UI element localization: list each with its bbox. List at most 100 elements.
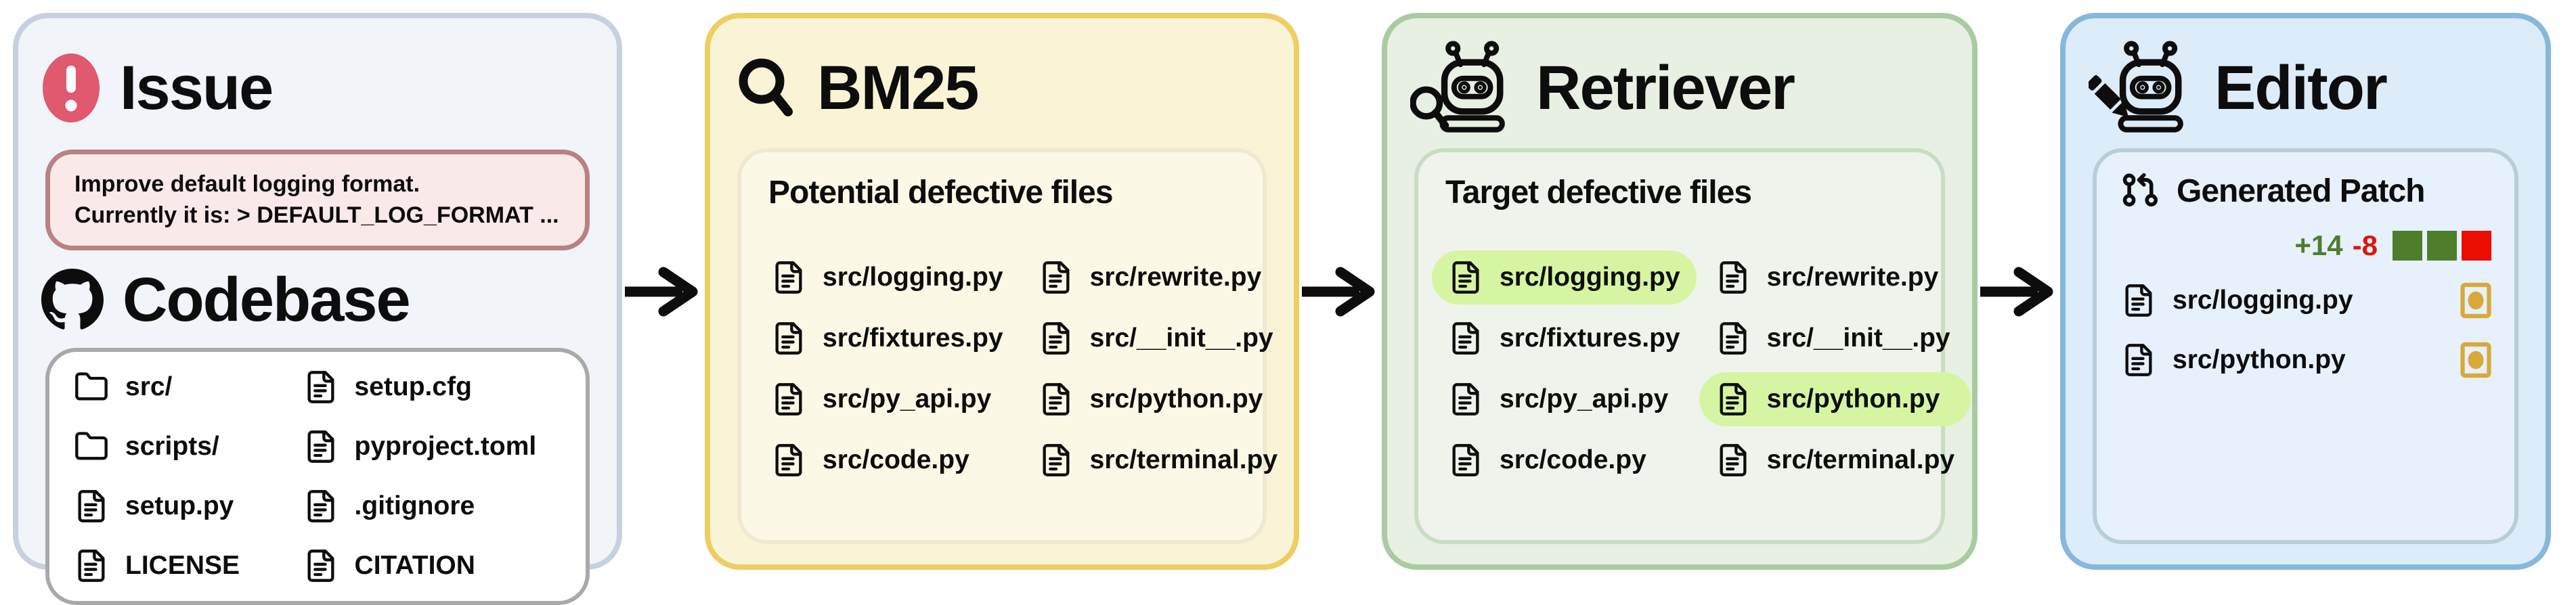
codebase-file-item: .gitignore — [303, 489, 572, 524]
flow-arrow-1 — [622, 13, 705, 570]
modified-status-icon — [2460, 282, 2491, 319]
patched-file-item: src/logging.py — [2121, 282, 2491, 319]
git-pull-request-icon — [2122, 173, 2158, 207]
codebase-file-item: setup.cfg — [303, 369, 572, 405]
codebase-file-item: setup.py — [74, 489, 303, 524]
file-name: src/terminal.py — [1766, 445, 1955, 474]
file-icon — [1716, 382, 1751, 417]
file-icon — [74, 548, 109, 583]
file-icon — [1039, 443, 1074, 478]
codebase-file-item: LICENSE — [74, 548, 303, 583]
file-icon — [303, 429, 339, 464]
file-icon — [1448, 260, 1483, 295]
file-icon — [2121, 283, 2156, 318]
robot-magnifier-icon — [1410, 39, 1517, 137]
file-icon — [303, 489, 339, 524]
bm25-file-grid: src/logging.py src/rewrite.py src/fixtur… — [755, 250, 1278, 487]
target-file-item: src/rewrite.py — [1699, 250, 1971, 305]
issue-title: Issue — [120, 53, 274, 122]
file-icon — [1448, 382, 1483, 417]
retriever-file-box: Target defective files src/logging.py sr… — [1414, 148, 1971, 544]
arrow-right-icon — [625, 267, 698, 316]
codebase-file-item: scripts/ — [74, 429, 303, 464]
arrow-right-icon — [1980, 267, 2053, 316]
file-name: src/terminal.py — [1089, 445, 1278, 474]
file-name: src/py_api.py — [823, 384, 992, 413]
file-icon — [1039, 260, 1074, 295]
file-name: src/logging.py — [2173, 286, 2353, 315]
codebase-file-item: pyproject.toml — [303, 429, 572, 464]
exclamation-icon — [43, 53, 100, 122]
folder-icon — [74, 369, 109, 405]
file-icon — [303, 369, 339, 405]
potential-file-item: src/code.py — [755, 433, 1020, 487]
potential-file-item: src/__init__.py — [1022, 311, 1294, 365]
potential-file-item: src/python.py — [1022, 372, 1294, 426]
diff-block — [2427, 231, 2457, 261]
modified-status-icon — [2460, 342, 2491, 378]
retriever-file-grid: src/logging.py src/rewrite.py src/fixtur… — [1432, 250, 1971, 487]
issue-panel: Issue Improve default logging format. Cu… — [13, 13, 622, 605]
file-name: setup.py — [125, 491, 234, 521]
file-name: src/rewrite.py — [1089, 263, 1262, 292]
file-name: src/python.py — [1766, 384, 1940, 413]
file-icon — [2121, 342, 2156, 378]
file-icon — [1716, 260, 1751, 295]
codebase-file-box: src/ setup.cfg scripts/ pyproject.toml s… — [45, 348, 590, 605]
codebase-header: Codebase — [41, 260, 594, 340]
patch-box-title: Generated Patch — [2177, 173, 2425, 209]
issue-note-line2: Currently it is: > DEFAULT_LOG_FORMAT ..… — [74, 202, 559, 228]
codebase-file-item: src/ — [74, 369, 303, 405]
diff-removed-count: -8 — [2352, 229, 2378, 261]
potential-file-item: src/terminal.py — [1022, 433, 1294, 487]
bm25-file-box: Potential defective files src/logging.py… — [737, 148, 1278, 544]
bm25-title: BM25 — [817, 53, 979, 122]
diff-added-count: +14 — [2294, 229, 2343, 261]
file-name: src/python.py — [1089, 384, 1263, 413]
issue-header: Issue — [41, 37, 594, 139]
potential-file-item: src/logging.py — [755, 250, 1020, 305]
file-name: CITATION — [354, 551, 475, 581]
file-icon — [1716, 321, 1751, 356]
file-name: src/python.py — [2173, 345, 2346, 374]
retriever-panel: Retriever Target defective files src/log… — [1382, 13, 1978, 570]
bm25-box-title: Potential defective files — [768, 175, 1114, 210]
potential-file-item: src/rewrite.py — [1022, 250, 1294, 305]
file-name: .gitignore — [354, 491, 475, 521]
folder-icon — [74, 429, 109, 464]
file-icon — [771, 443, 806, 478]
file-name: LICENSE — [125, 551, 240, 581]
retriever-header: Retriever — [1410, 37, 1949, 139]
file-icon — [1448, 443, 1483, 478]
file-icon — [771, 321, 806, 356]
file-name: src/logging.py — [823, 263, 1003, 292]
generated-patch-box: Generated Patch +14 -8 src/logging.py — [2093, 148, 2518, 544]
target-file-item: src/python.py — [1699, 372, 1971, 426]
editor-panel: Editor Generated Patch +14 -8 — [2060, 13, 2551, 570]
bm25-panel: BM25 Potential defective files src/loggi… — [705, 13, 1299, 570]
file-name: src/code.py — [823, 445, 969, 474]
file-name: setup.cfg — [354, 372, 472, 402]
robot-pencil-icon — [2089, 39, 2196, 137]
file-icon — [1039, 382, 1074, 417]
editor-title: Editor — [2214, 53, 2388, 122]
issue-note: Improve default logging format. Currentl… — [45, 150, 590, 251]
diff-block — [2462, 231, 2491, 261]
diff-stats: +14 -8 — [2118, 229, 2491, 262]
file-icon — [771, 382, 806, 417]
file-icon — [1039, 321, 1074, 356]
target-file-item: src/__init__.py — [1699, 311, 1971, 365]
potential-file-item: src/py_api.py — [755, 372, 1020, 426]
patched-file-item: src/python.py — [2121, 342, 2491, 378]
file-icon — [1448, 321, 1483, 356]
pipeline-figure: Issue Improve default logging format. Cu… — [13, 13, 2551, 605]
file-name: src/__init__.py — [1766, 323, 1950, 353]
file-name: src/fixtures.py — [823, 323, 1003, 353]
codebase-title: Codebase — [123, 265, 411, 334]
flow-arrow-2 — [1299, 13, 1382, 570]
file-name: src/logging.py — [1500, 263, 1680, 292]
file-name: src/__init__.py — [1089, 323, 1273, 353]
codebase-file-item: CITATION — [303, 548, 572, 583]
github-icon — [41, 269, 104, 330]
target-file-item: src/code.py — [1432, 433, 1697, 487]
